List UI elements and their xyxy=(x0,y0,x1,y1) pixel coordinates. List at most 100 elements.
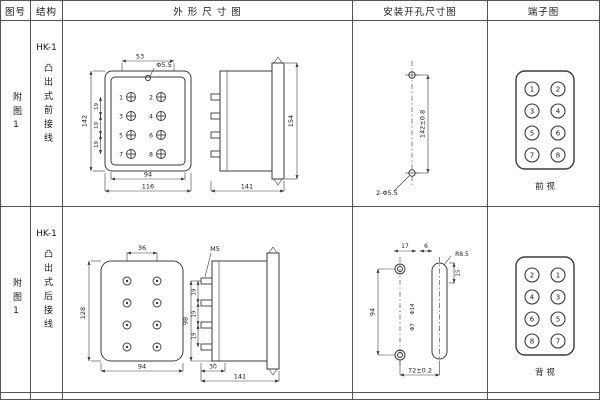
bottom-strip xyxy=(1,393,31,399)
header-structure: 结构 xyxy=(31,1,63,21)
dim-30: 30 xyxy=(209,363,217,370)
dim-116: 116 xyxy=(141,182,153,190)
terminal-outline xyxy=(514,255,575,356)
outline-front-wiring-svg: 1 2 3 4 5 6 7 8 xyxy=(80,52,298,192)
terminal-circles xyxy=(523,80,566,163)
structure-row2: HK-1 凸出式后接线 xyxy=(31,207,63,393)
dim-6: 6 xyxy=(424,243,428,250)
dim-128: 128 xyxy=(79,306,87,318)
mounting-drawing-row2: 17 6 15 R8.5 94 Φ14 Φ7 72±0.2 xyxy=(353,207,488,393)
terminal-num: 7 xyxy=(529,151,533,159)
model-label: HK-1 xyxy=(36,229,57,239)
dim-72-tol: 72±0.2 xyxy=(408,366,432,374)
outline-drawing-row2: 36 128 94 M5 98 19 19 19 30 141 xyxy=(63,207,353,393)
dim-pitch: 19 xyxy=(191,310,197,317)
view-label: 前 视 xyxy=(535,181,555,192)
dim-pitch: 19 xyxy=(191,332,197,339)
dim-phi7: Φ7 xyxy=(410,322,416,330)
terminal-num: 8 xyxy=(149,151,153,158)
terminal-front-view-svg: 1 2 3 4 5 6 7 8 前 视 xyxy=(514,69,575,192)
dim-94: 94 xyxy=(137,362,145,370)
header-outline-dims: 外 形 尺 寸 图 xyxy=(63,1,353,21)
terminal-diagram-row2: 2 1 4 3 6 5 8 7 背 视 xyxy=(488,207,599,393)
dim-pitch: 19 xyxy=(94,121,100,128)
dimension-labels: 142±0.8 2-Φ5.5 xyxy=(376,109,427,196)
mounting-rear-wiring-svg: 17 6 15 R8.5 94 Φ14 Φ7 72±0.2 xyxy=(369,243,470,376)
rear-face-view xyxy=(100,260,183,361)
dim-98: 98 xyxy=(181,316,189,324)
figure-no-row2: 附图1 xyxy=(1,207,31,393)
dim-94: 94 xyxy=(143,170,151,178)
terminal-diagram-row1: 1 2 3 4 5 6 7 8 前 视 xyxy=(488,21,599,207)
dim-pitch: 19 xyxy=(191,288,197,295)
dim-53: 53 xyxy=(135,52,143,60)
dim-pitch: 19 xyxy=(94,102,100,109)
terminal-num: 1 xyxy=(529,85,533,93)
bottom-strip xyxy=(31,393,63,399)
terminal-screws xyxy=(125,91,166,159)
terminal-num: 8 xyxy=(555,151,559,159)
terminal-num: 6 xyxy=(149,132,153,139)
terminal-numbers: 1 2 3 4 5 6 7 8 xyxy=(119,94,153,158)
side-view xyxy=(210,55,284,186)
terminal-num: 1 xyxy=(119,94,123,101)
figure-label: 附图1 xyxy=(11,278,21,321)
terminal-num: 5 xyxy=(119,132,123,139)
side-view xyxy=(200,245,279,376)
terminal-num: 2 xyxy=(149,94,153,101)
model-label: HK-1 xyxy=(36,43,57,53)
dimension-lines xyxy=(393,74,430,191)
dimension-labels: 17 6 15 R8.5 94 Φ14 Φ7 72±0.2 xyxy=(369,243,470,375)
terminal-num: 6 xyxy=(529,315,534,323)
mounting-holes xyxy=(405,60,419,185)
view-label: 背 视 xyxy=(535,367,555,378)
dim-phi14: Φ14 xyxy=(410,302,416,314)
front-face-view: 1 2 3 4 5 6 7 8 xyxy=(104,70,191,171)
bottom-strip xyxy=(488,393,599,399)
structure-label: 凸出式后接线 xyxy=(42,249,52,333)
terminal-num: 4 xyxy=(529,293,534,301)
dimension-lines xyxy=(87,251,279,382)
terminal-num: 3 xyxy=(555,293,559,301)
dim-r8-5: R8.5 xyxy=(455,251,469,258)
header-terminal-diagram: 端子图 xyxy=(488,1,599,21)
figure-no-row1: 附图1 xyxy=(1,21,31,207)
terminal-outline xyxy=(514,69,575,170)
dim-36: 36 xyxy=(137,244,145,252)
terminal-num: 7 xyxy=(119,151,123,158)
terminal-num: 2 xyxy=(529,271,533,279)
terminal-num: 2 xyxy=(555,85,559,93)
structure-row1: HK-1 凸出式前接线 xyxy=(31,21,63,207)
dim-m5: M5 xyxy=(210,245,220,253)
terminal-num: 5 xyxy=(529,129,533,137)
dimension-lines xyxy=(376,249,456,376)
header-figure-no: 图号 xyxy=(1,1,31,21)
terminal-num: 3 xyxy=(119,113,123,120)
terminal-num: 7 xyxy=(555,337,559,345)
terminal-circle-numbers: 1 2 3 4 5 6 7 8 xyxy=(529,85,560,159)
mounting-cutout xyxy=(394,256,448,367)
outline-rear-wiring-svg: 36 128 94 M5 98 19 19 19 30 141 xyxy=(79,244,279,382)
dim-pitch: 19 xyxy=(94,140,100,147)
dim-94: 94 xyxy=(369,307,377,315)
mounting-drawing-row1: 142±0.8 2-Φ5.5 xyxy=(353,21,488,207)
outline-drawing-row1: 1 2 3 4 5 6 7 8 xyxy=(63,21,353,207)
mounting-front-wiring-svg: 142±0.8 2-Φ5.5 xyxy=(376,60,430,197)
terminal-circles xyxy=(523,266,566,349)
dim-154: 154 xyxy=(287,114,295,126)
dimension-lines xyxy=(89,59,298,192)
dim-142: 142 xyxy=(80,114,88,126)
dim-142-tol: 142±0.8 xyxy=(419,109,427,137)
dim-hole: Φ5.5 xyxy=(156,61,171,69)
header-mounting-holes: 安装开孔尺寸图 xyxy=(353,1,488,21)
terminal-num: 1 xyxy=(555,271,559,279)
dimension-labels: 36 128 94 M5 98 19 19 19 30 141 xyxy=(79,244,246,381)
terminal-num: 3 xyxy=(529,107,533,115)
structure-label: 凸出式前接线 xyxy=(42,63,52,147)
dim-141: 141 xyxy=(233,372,245,380)
dimension-labels: 53 Φ5.5 142 19 19 19 94 116 154 141 xyxy=(80,52,295,190)
terminal-circle-numbers: 2 1 4 3 6 5 8 7 xyxy=(529,271,559,345)
terminal-num: 4 xyxy=(555,107,560,115)
dim-17: 17 xyxy=(401,243,409,250)
